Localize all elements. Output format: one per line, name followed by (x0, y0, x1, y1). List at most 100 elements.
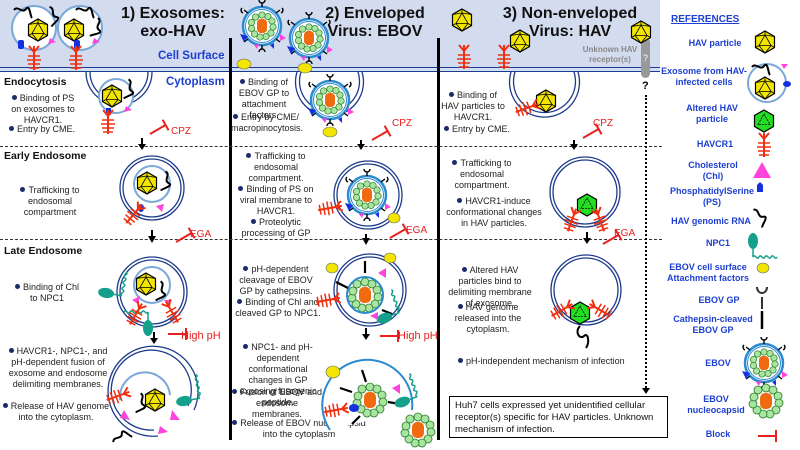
ref-ebov-icon (740, 335, 790, 391)
col2-late-bullet-2: Binding of Chl and cleaved GP to NPC1. (233, 297, 323, 319)
bullet-text: Release of EBOV nucleocapsid into the cy… (240, 418, 366, 439)
col2-endocytosis-bullet-2: Entry by CME/ macropinocytosis. (231, 112, 304, 134)
bullet-text: pH-dependent cleavage of EBOV GP by cath… (239, 264, 313, 296)
references-heading: REFERENCES (671, 14, 740, 25)
col1-fusion-bullet-2: Release of HAV genome into the cytoplasm… (0, 401, 112, 423)
stage-label-early-endosome: Early Endosome (4, 150, 87, 162)
col1-late-bullet-1: Binding of Chl to NPC1 (12, 282, 82, 304)
ref-label-altered-hav: Altered HAV particle (686, 103, 738, 124)
bullet-text: Entry by CME. (16, 124, 75, 134)
bullet-text: HAVCR1-induce conformational changes in … (446, 196, 542, 228)
title-line: Virus: EBOV (327, 23, 423, 40)
ref-npc1-icon (747, 232, 778, 259)
block-label-ega-3: EGA (614, 228, 636, 239)
plasma-membrane (0, 67, 660, 72)
huh7-note-box: Huh7 cells expressed yet unidentified ce… (449, 396, 668, 438)
bullet-text: Fusion of EBOV and endosome membranes. (239, 387, 323, 419)
cytoplasm-label: Cytoplasm (166, 76, 225, 88)
ref-label-cleaved-gp: Cathepsin-cleaved EBOV GP (673, 314, 753, 335)
bullet-text: Binding of PS on exosomes to HAVCR1. (11, 93, 75, 125)
ref-label-npc1: NPC1 (705, 238, 730, 248)
ref-hav-particle-icon (754, 30, 776, 54)
title-line: 1) Exosomes: (120, 5, 226, 22)
stage-divider-early (0, 146, 662, 147)
unknown-mechanism-mark: ? (642, 80, 649, 92)
block-label-ega-1: EGA (190, 229, 212, 240)
ref-ebov-gp-icon (756, 286, 768, 309)
ref-attachment-factor-icon (756, 262, 770, 274)
ref-label-rna: HAV genomic RNA (671, 216, 751, 226)
block-label-cpz-1: CPZ (171, 126, 191, 137)
column-title-enveloped: 2) Enveloped Virus: EBOV (315, 5, 435, 41)
title-line: 2) Enveloped (325, 5, 425, 22)
bullet-text: pH-independent mechanism of infection (466, 356, 625, 366)
block-label-high-ph-2: High pH (398, 330, 438, 342)
col2-fusion-bullet-2: Fusion of EBOV and endosome membranes. (231, 387, 323, 420)
col3-early-bullet-2: HAVCR1-induce conformational changes in … (446, 196, 542, 229)
title-line: 3) Non-enveloped (502, 5, 638, 22)
bullet-text: Binding of EBOV GP to attachment factors… (238, 77, 290, 120)
title-line: Virus: HAV (528, 23, 612, 40)
block-label-cpz-2: CPZ (392, 118, 412, 129)
ref-block-icon (757, 429, 777, 443)
stage-label-late-endosome: Late Endosome (4, 245, 83, 257)
col2-early-bullet-3: Proteolytic processing of GP (236, 217, 316, 239)
ref-label-havcr1: HAVCR1 (696, 139, 734, 149)
bullet-text: Binding of PS on viral membrane to HAVCR… (239, 184, 314, 216)
bullet-text: Binding of HAV particles to HAVCR1. (441, 90, 505, 122)
exosome-icon (11, 4, 62, 51)
col2-fusion-bullet-3: Release of EBOV nucleocapsid into the cy… (232, 418, 366, 440)
stage-divider-late (0, 239, 662, 240)
col3-ph-note: pH-independent mechanism of infection (458, 356, 638, 367)
unknown-path-dotted-line (645, 95, 647, 391)
block-label-high-ph-1: High pH (181, 330, 221, 342)
col3-endocytosis-bullet-2: Entry by CME. (441, 124, 513, 135)
ref-ps-icon (757, 182, 763, 192)
bullet-text: Trafficking to endosomal compartment (23, 185, 80, 217)
ref-altered-hav-icon (753, 109, 775, 133)
col1-endocytosis-bullet-1: Binding of PS on exosomes to HAVCR1. (8, 93, 78, 126)
ref-nucleocapsid-icon (748, 383, 784, 419)
col3-endocytosis-bullet-1: Binding of HAV particles to HAVCR1. (441, 90, 505, 123)
col2-endocytosis-bullet-1: Binding of EBOV GP to attachment factors… (232, 77, 296, 121)
col2-late-bullet-1: pH-dependent cleavage of EBOV GP by cath… (233, 264, 319, 297)
arrow-down-icon (642, 388, 650, 394)
bullet-text: Trafficking to endosomal compartment. (454, 158, 512, 190)
exosome-icon (57, 5, 103, 51)
title-line: exo-HAV (140, 23, 206, 40)
bullet-text: Altered HAV particles bind to delimiting… (448, 265, 532, 308)
col3-late-bullet-2: HAV genome released into the cytoplasm. (448, 302, 528, 335)
bullet-text: HAV genome released into the cytoplasm. (454, 302, 522, 334)
bullet-text: Entry by CME. (451, 124, 510, 134)
ref-havcr1-icon (756, 132, 772, 158)
ref-label-nucleocapsid: EBOV nucleocapsid (687, 394, 745, 415)
col3-late-bullet-1: Altered HAV particles bind to delimiting… (446, 265, 534, 309)
ref-label-exosome: Exosome from HAV-infected cells (661, 66, 747, 87)
col2-fusion-bullet-1: NPC1- and pH-dependent conformational ch… (231, 342, 325, 408)
cell-surface-label: Cell Surface (158, 50, 225, 62)
ref-label-ps: PhosphatidylSerine (PS) (669, 186, 755, 207)
bullet-text: HAVCR1-, NPC1-, and pH-dependent fusion … (8, 346, 108, 389)
stage-label-endocytosis: Endocytosis (4, 76, 67, 88)
col2-early-bullet-1: Trafficking to endosomal compartment. (234, 151, 318, 184)
bullet-text: Entry by CME/ macropinocytosis. (231, 112, 304, 133)
column-title-exosomes: 1) Exosomes: exo-HAV (118, 5, 228, 41)
bullet-text: NPC1- and pH-dependent conformational ch… (239, 342, 317, 407)
ref-cholesterol-icon (753, 162, 771, 178)
bullet-text: Release of HAV genome into the cytoplasm… (10, 401, 110, 422)
bullet-text: Proteolytic processing of GP (241, 217, 311, 238)
ref-label-hav-particle: HAV particle (688, 38, 742, 48)
col1-early-bullet-1: Trafficking to endosomal compartment (16, 185, 84, 218)
col3-early-bullet-1: Trafficking to endosomal compartment. (446, 158, 518, 191)
extracellular-region (0, 0, 660, 69)
col2-early-bullet-2: Binding of PS on viral membrane to HAVCR… (233, 184, 319, 217)
ref-label-block: Block (705, 429, 731, 439)
block-label-cpz-3: CPZ (593, 118, 613, 129)
unknown-receptor-shape: ? (641, 38, 650, 78)
ref-label-ebov: EBOV (705, 358, 731, 368)
bullet-text: Trafficking to endosomal compartment. (248, 151, 306, 183)
bullet-text: Binding of Chl and cleaved GP to NPC1. (235, 297, 321, 318)
block-label-ega-2: EGA (406, 225, 428, 236)
column-title-non-enveloped: 3) Non-enveloped Virus: HAV (500, 5, 640, 41)
